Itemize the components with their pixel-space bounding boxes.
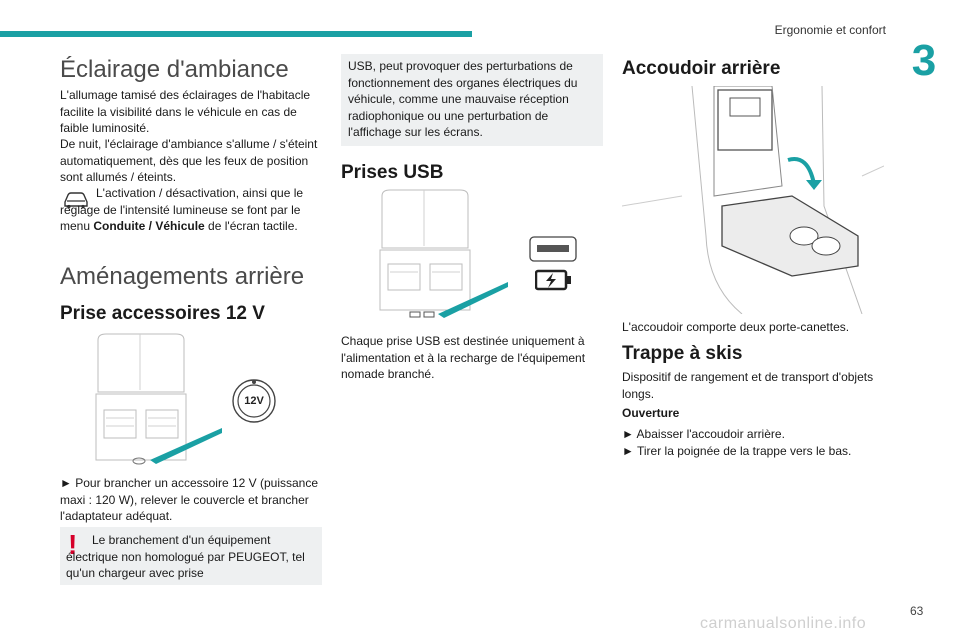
warning-icon: ! bbox=[68, 529, 78, 560]
12v-socket-icon bbox=[232, 379, 276, 423]
watermark: carmanualsonline.info bbox=[700, 615, 867, 632]
ambient-paragraph-3: L'activation / désactivation, ainsi que … bbox=[60, 185, 322, 235]
ambient-paragraph-1: L'allumage tamisé des éclairages de l'ha… bbox=[60, 88, 311, 135]
step-1: ► Abaisser l'accoudoir arrière. bbox=[622, 427, 785, 441]
chapter-number: 3 bbox=[911, 36, 937, 85]
warning-text: Le branchement d'un équipement électriqu… bbox=[66, 533, 305, 580]
ambient-paragraph-3-text: L'activation / désactivation, ainsi que … bbox=[60, 186, 304, 233]
car-icon bbox=[64, 192, 88, 209]
12v-label: 12V bbox=[244, 395, 264, 407]
12v-instruction: ► Pour brancher un accessoire 12 V (puis… bbox=[60, 476, 319, 523]
armrest-illustration bbox=[622, 86, 884, 314]
title-12v-socket: Prise accessoires 12 V bbox=[60, 303, 265, 324]
ambient-paragraph-3-end: de l'écran tactile. bbox=[204, 219, 298, 233]
opening-subtitle: Ouverture bbox=[622, 406, 680, 420]
ambient-paragraph-2: De nuit, l'éclairage d'ambiance s'allume… bbox=[60, 137, 318, 184]
ski-paragraph: Dispositif de rangement et de transport … bbox=[622, 370, 874, 401]
usb-port-icon bbox=[529, 236, 577, 262]
section-title: Ergonomie et confort bbox=[774, 23, 886, 37]
warning-box-continued bbox=[341, 54, 603, 146]
warning-box bbox=[60, 527, 322, 585]
warning-text-continued: USB, peut provoquer des perturbations de… bbox=[348, 59, 578, 139]
title-rear-fittings: Aménagements arrière bbox=[60, 263, 305, 290]
title-ambient-lighting: Éclairage d'ambiance bbox=[60, 56, 289, 83]
12v-socket-illustration bbox=[95, 333, 222, 465]
step-2: ► Tirer la poignée de la trappe vers le … bbox=[622, 444, 852, 458]
title-ski-hatch: Trappe à skis bbox=[622, 343, 743, 364]
title-armrest: Accoudoir arrière bbox=[622, 58, 781, 79]
menu-path: Conduite / Véhicule bbox=[93, 219, 205, 233]
charge-icon bbox=[535, 269, 571, 291]
armrest-paragraph: L'accoudoir comporte deux porte-canettes… bbox=[622, 320, 850, 334]
usb-illustration bbox=[379, 189, 508, 318]
header-accent-bar bbox=[0, 31, 472, 37]
page-number: 63 bbox=[910, 604, 924, 618]
usb-paragraph: Chaque prise USB est destinée uniquement… bbox=[341, 334, 586, 381]
title-usb: Prises USB bbox=[341, 162, 444, 183]
